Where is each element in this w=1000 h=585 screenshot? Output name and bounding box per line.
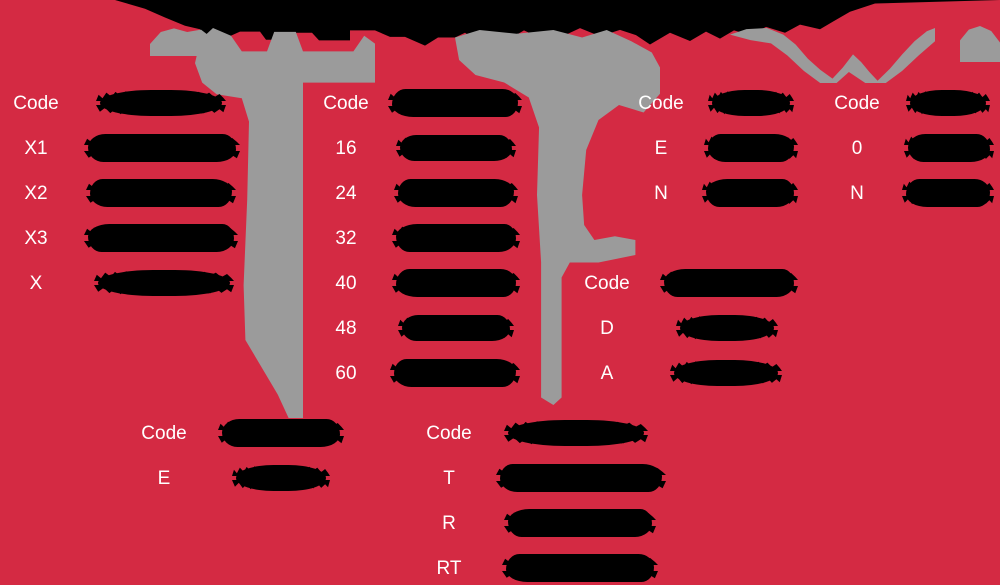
- table-row: 60: [316, 358, 516, 388]
- redacted-value: [674, 360, 778, 386]
- redacted-value: [88, 134, 236, 162]
- row-key: Code: [323, 92, 369, 114]
- redacted-value: [500, 464, 662, 492]
- row-key: R: [442, 512, 456, 534]
- table-row: RT: [420, 553, 654, 583]
- row-key: Code: [426, 422, 472, 444]
- redacted-value: [396, 224, 516, 252]
- row-key: 24: [335, 182, 357, 204]
- redacted-value: [906, 179, 990, 207]
- redacted-value: [908, 134, 990, 162]
- table-row-header: Code: [828, 88, 986, 118]
- row-key: 48: [335, 317, 357, 339]
- table-row: D: [576, 313, 774, 343]
- table-row: 48: [316, 313, 510, 343]
- table-row-header: Code: [420, 418, 644, 448]
- gray-mask-patch-top-left: [150, 28, 210, 56]
- redacted-value: [506, 554, 654, 582]
- row-key: E: [654, 137, 668, 159]
- table-row: N: [828, 178, 990, 208]
- redacted-value: [508, 420, 644, 446]
- row-key: 0: [851, 137, 863, 159]
- table-row-header: Code: [576, 268, 794, 298]
- redacted-value: [236, 465, 326, 491]
- redacted-value: [100, 90, 222, 116]
- redacted-value: [680, 315, 774, 341]
- row-key: Code: [638, 92, 684, 114]
- row-key: D: [600, 317, 614, 339]
- table-row: X1: [0, 133, 236, 163]
- table-row: X: [0, 268, 230, 298]
- redacted-value: [398, 179, 514, 207]
- redacted-value: [90, 179, 232, 207]
- table-row: 40: [316, 268, 516, 298]
- row-key: 16: [335, 137, 357, 159]
- redacted-value: [98, 270, 230, 296]
- redacted-value: [706, 179, 794, 207]
- redacted-value: [664, 269, 794, 297]
- redacted-value: [708, 134, 794, 162]
- redacted-value: [400, 135, 512, 161]
- table-row: X3: [0, 223, 234, 253]
- table-row-header: Code: [0, 88, 222, 118]
- row-key: RT: [436, 557, 462, 579]
- redacted-value: [402, 315, 510, 341]
- row-key: N: [654, 182, 668, 204]
- table-row: N: [630, 178, 794, 208]
- table-row: E: [630, 133, 794, 163]
- table-row-header: Code: [130, 418, 340, 448]
- redacted-value: [394, 359, 516, 387]
- row-key: 32: [335, 227, 357, 249]
- table-row: 32: [316, 223, 516, 253]
- row-key: A: [600, 362, 614, 384]
- row-key: Code: [584, 272, 630, 294]
- table-row-header: Code: [630, 88, 790, 118]
- row-key: 60: [335, 362, 357, 384]
- table-row: T: [420, 463, 662, 493]
- row-key: X: [29, 272, 43, 294]
- redacted-value: [222, 419, 340, 447]
- redacted-value: [396, 269, 516, 297]
- row-key: T: [443, 467, 455, 489]
- redacted-value: [910, 90, 986, 116]
- row-key: 40: [335, 272, 357, 294]
- table-row-header: Code: [316, 88, 518, 118]
- redacted-value: [88, 224, 234, 252]
- row-key: N: [850, 182, 864, 204]
- table-row: E: [130, 463, 326, 493]
- row-key: Code: [141, 422, 187, 444]
- redacted-value: [392, 89, 518, 117]
- table-row: R: [420, 508, 652, 538]
- row-key: E: [157, 467, 171, 489]
- redacted-value: [508, 509, 652, 537]
- row-key: X3: [24, 227, 48, 249]
- table-row: A: [576, 358, 778, 388]
- redacted-value: [712, 90, 790, 116]
- row-key: Code: [834, 92, 880, 114]
- table-row: 0: [828, 133, 990, 163]
- row-key: X2: [24, 182, 48, 204]
- table-row: X2: [0, 178, 232, 208]
- row-key: Code: [13, 92, 59, 114]
- row-key: X1: [24, 137, 48, 159]
- table-row: 24: [316, 178, 514, 208]
- table-row: 16: [316, 133, 512, 163]
